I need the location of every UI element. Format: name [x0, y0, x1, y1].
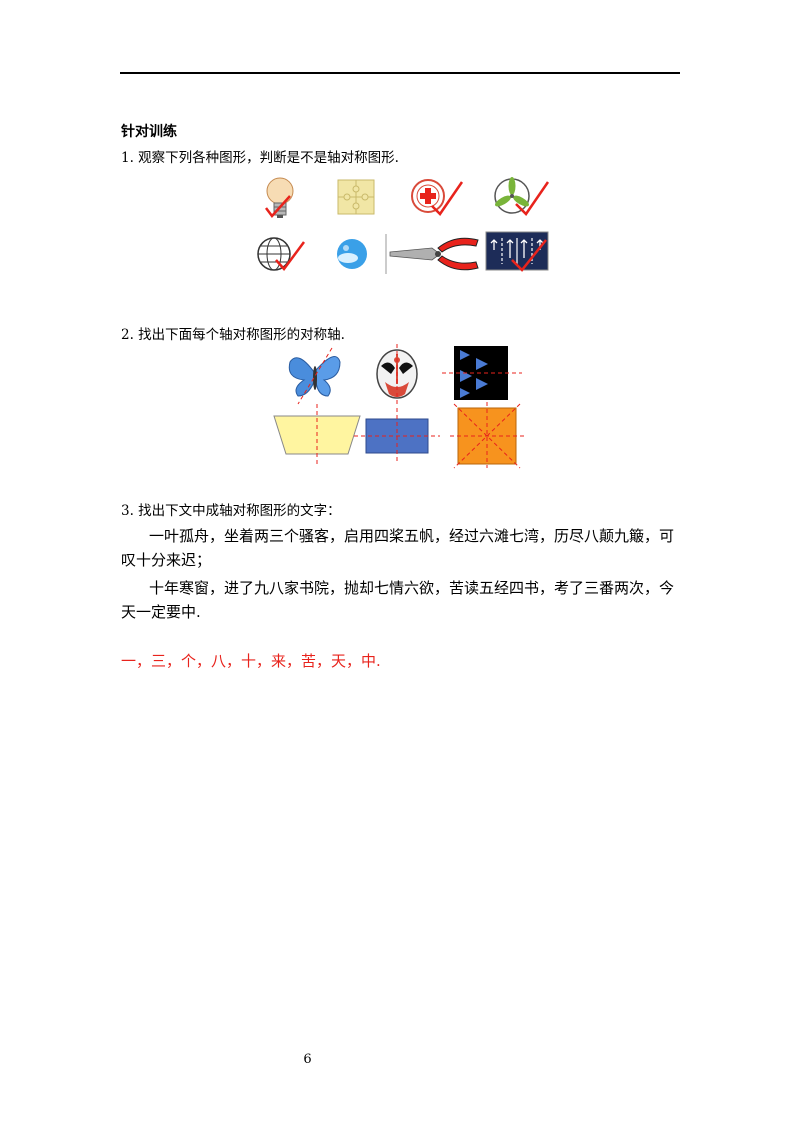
propeller-icon — [494, 177, 530, 214]
pliers-icon — [389, 237, 479, 271]
check-mark-icon — [431, 181, 464, 216]
symmetry-axis — [453, 403, 521, 469]
question-2: 2. 找出下面每个轴对称图形的对称轴. — [121, 327, 345, 343]
symmetry-axis — [297, 347, 333, 405]
passage-paragraph-1: 一叶孤舟，坐着两三个骚客，启用四桨五帆，经过六滩七湾，历尽八颠九簸，可叹十分来迟… — [121, 527, 675, 569]
check-mark-icon — [511, 239, 547, 272]
ball-icon — [337, 239, 367, 269]
check-mark-icon — [265, 195, 291, 218]
q2-figures — [273, 344, 524, 469]
passage-paragraph-2: 十年寒窗，进了九八家书院，抛却七情六欲，苦读五经四书，考了三番两次，今天一定要中… — [121, 579, 675, 621]
header-rule — [120, 72, 680, 74]
butterfly-icon — [288, 356, 341, 397]
section-title: 针对训练 — [121, 124, 177, 140]
check-mark-icon — [515, 181, 550, 216]
check-mark-icon — [275, 241, 306, 271]
question-1: 1. 观察下列各种图形，判断是不是轴对称图形. — [121, 150, 399, 166]
page-number: 6 — [303, 1052, 312, 1067]
answer-text: 一，三，个，八，十，来，苦，天，中. — [121, 652, 381, 670]
globe-icon — [257, 237, 291, 271]
puzzle-icon — [337, 179, 375, 215]
red-cross-icon — [411, 179, 445, 213]
question-3: 3. 找出下文中成轴对称图形的文字： — [121, 503, 341, 519]
q1-figures — [257, 177, 550, 274]
